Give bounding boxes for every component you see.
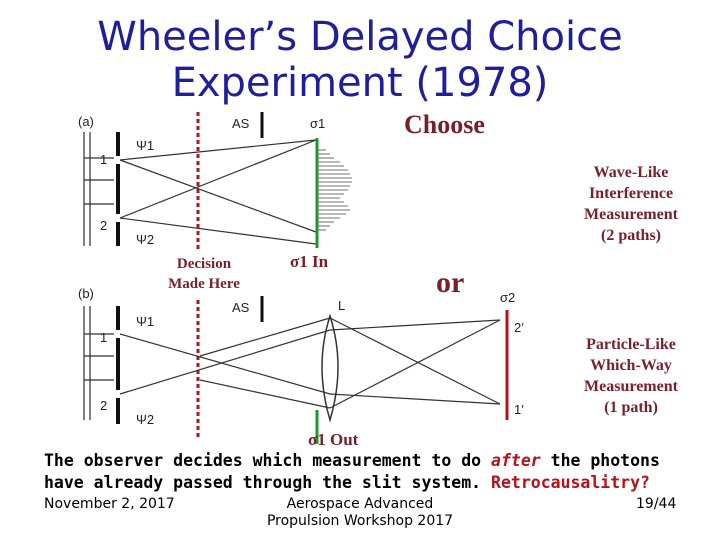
caption-part-2: the photons have already passed through … [44, 451, 660, 492]
panel-a-label: (a) [78, 114, 94, 129]
ray-a-4 [119, 217, 317, 245]
ray-b-6 [329, 319, 501, 409]
ray-b-1 [119, 333, 331, 395]
particle-like-label: Particle-Like Which-Way Measurement (1 p… [566, 334, 696, 418]
path-label-b2: 2 [100, 398, 107, 413]
ray-b-8 [329, 393, 501, 405]
wave-like-line-4: (2 paths) [600, 227, 661, 244]
wave-like-label: Wave-Like Interference Measurement (2 pa… [566, 162, 696, 246]
psi-label-a1: Ψ1 [136, 138, 154, 153]
screen-label-a: σ1 [310, 116, 325, 131]
psi-label-b2: Ψ2 [136, 412, 154, 427]
lens-shape [321, 313, 339, 423]
wave-like-line-2: Interference [588, 185, 674, 202]
particle-like-line-2: Which-Way [590, 357, 672, 374]
wave-like-line-3: Measurement [584, 206, 678, 223]
detector-label-2: 2′ [514, 320, 524, 335]
ray-a-1 [119, 139, 317, 161]
ray-b-5 [329, 317, 501, 405]
decision-label: Decision Made Here [154, 254, 254, 294]
slide-title: Wheeler’s Delayed Choice Experiment (197… [0, 14, 720, 106]
title-line-1: Wheeler’s Delayed Choice [97, 14, 623, 60]
decision-line-1: Decision [176, 256, 232, 272]
psi-label-b1: Ψ1 [136, 314, 154, 329]
path-label-a1: 1 [100, 152, 107, 167]
decision-line-2: Made Here [168, 276, 240, 292]
footer-event: Aerospace Advanced Propulsion Workshop 2… [266, 496, 454, 529]
path-label-a2: 2 [100, 218, 107, 233]
particle-like-line-3: Measurement [584, 378, 678, 395]
caption-text: The observer decides which measurement t… [44, 450, 704, 494]
ray-b-4 [199, 379, 331, 409]
ray-b-2 [119, 329, 331, 395]
caption-after: after [491, 451, 541, 470]
particle-like-line-1: Particle-Like [586, 336, 676, 353]
psi-label-a2: Ψ2 [136, 232, 154, 247]
path-label-b1: 1 [100, 330, 107, 345]
wave-like-line-1: Wave-Like [593, 164, 669, 181]
ray-a-3 [119, 139, 317, 219]
caption-part-1: The observer decides which measurement t… [44, 451, 492, 470]
sigma-out-label: σ1 Out [308, 430, 359, 449]
as-label-a: AS [232, 116, 250, 131]
footer-date: November 2, 2017 [44, 496, 175, 512]
footer-page-number: 19/44 [636, 496, 677, 512]
particle-like-line-4: (1 path) [604, 399, 658, 416]
or-label: or [436, 266, 465, 299]
ray-b-3 [199, 317, 331, 357]
interference-pattern [318, 149, 352, 231]
as-label-b: AS [232, 300, 250, 315]
ray-b-7 [329, 319, 501, 331]
detector-label-1: 1′ [514, 402, 524, 417]
ray-a-2 [119, 159, 317, 233]
choose-label: Choose [404, 110, 485, 139]
panel-b-label: (b) [78, 286, 94, 301]
caption-retrocausality: Retrocausalitry? [491, 473, 650, 492]
sigma-in-label: σ1 In [290, 252, 329, 271]
lens-label: L [338, 298, 345, 313]
title-line-2: Experiment (1978) [171, 60, 549, 106]
screen-label-b: σ2 [500, 290, 515, 305]
